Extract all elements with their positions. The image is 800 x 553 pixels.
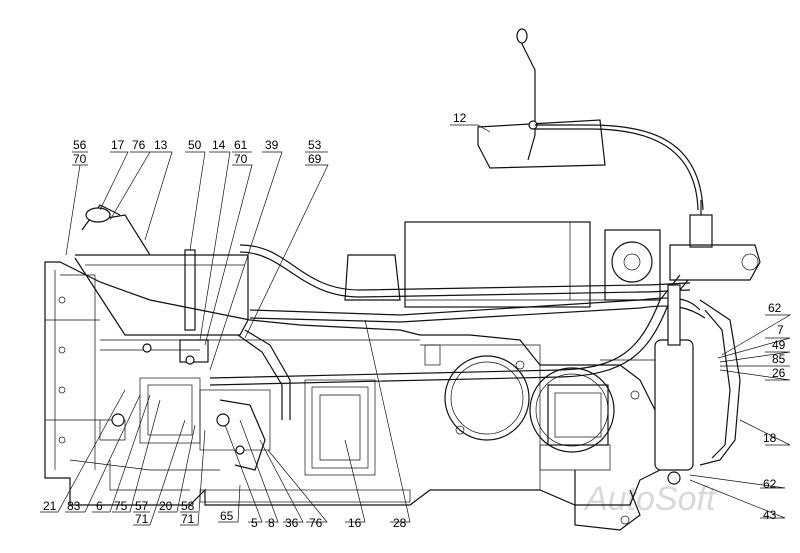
callout-83: 83 bbox=[67, 499, 81, 513]
callout-49: 49 bbox=[772, 338, 786, 352]
valve-bracket bbox=[111, 343, 266, 471]
callout-71: 71 bbox=[135, 512, 149, 526]
callout-13: 13 bbox=[154, 138, 168, 152]
callout-57: 57 bbox=[135, 499, 149, 513]
callout-85: 85 bbox=[772, 352, 786, 366]
leader-lines bbox=[40, 124, 792, 526]
callout-70: 70 bbox=[73, 152, 87, 166]
callout-53: 53 bbox=[308, 138, 322, 152]
callout-36: 36 bbox=[285, 516, 299, 530]
control-panel bbox=[477, 28, 704, 211]
callout-50: 50 bbox=[188, 138, 202, 152]
callout-16: 16 bbox=[348, 516, 362, 530]
upper-housing bbox=[344, 200, 761, 308]
final-drive-housings bbox=[444, 355, 641, 531]
callout-14: 14 bbox=[212, 138, 226, 152]
callout-12: 12 bbox=[453, 111, 467, 125]
callout-26: 26 bbox=[772, 366, 786, 380]
hydraulic-cylinder bbox=[654, 284, 694, 485]
callout-8: 8 bbox=[268, 516, 275, 530]
callout-71-b: 71 bbox=[181, 512, 195, 526]
callout-5: 5 bbox=[251, 516, 258, 530]
callout-76: 76 bbox=[132, 138, 146, 152]
callout-76-b: 76 bbox=[309, 516, 323, 530]
callout-17: 17 bbox=[111, 138, 125, 152]
callout-6: 6 bbox=[96, 499, 103, 513]
callout-labels: 56 70 17 76 13 50 14 61 70 39 53 69 12 6… bbox=[43, 111, 786, 530]
callout-7: 7 bbox=[777, 323, 784, 337]
callout-20: 20 bbox=[159, 499, 173, 513]
callout-39: 39 bbox=[265, 138, 279, 152]
callout-75: 75 bbox=[114, 499, 128, 513]
callout-61: 61 bbox=[234, 138, 248, 152]
oil-tank bbox=[74, 204, 249, 363]
callout-28: 28 bbox=[393, 516, 407, 530]
callout-65: 65 bbox=[220, 509, 234, 523]
callout-58: 58 bbox=[181, 499, 195, 513]
transmission-housing bbox=[44, 261, 661, 506]
callout-21: 21 bbox=[43, 499, 57, 513]
watermark: AutoSoft bbox=[583, 480, 717, 518]
callout-18: 18 bbox=[763, 431, 777, 445]
callout-56: 56 bbox=[73, 138, 87, 152]
callout-62: 62 bbox=[768, 301, 782, 315]
callout-70-b: 70 bbox=[234, 152, 248, 166]
callout-62-b: 62 bbox=[763, 477, 777, 491]
callout-43: 43 bbox=[763, 508, 777, 522]
callout-69: 69 bbox=[308, 152, 322, 166]
